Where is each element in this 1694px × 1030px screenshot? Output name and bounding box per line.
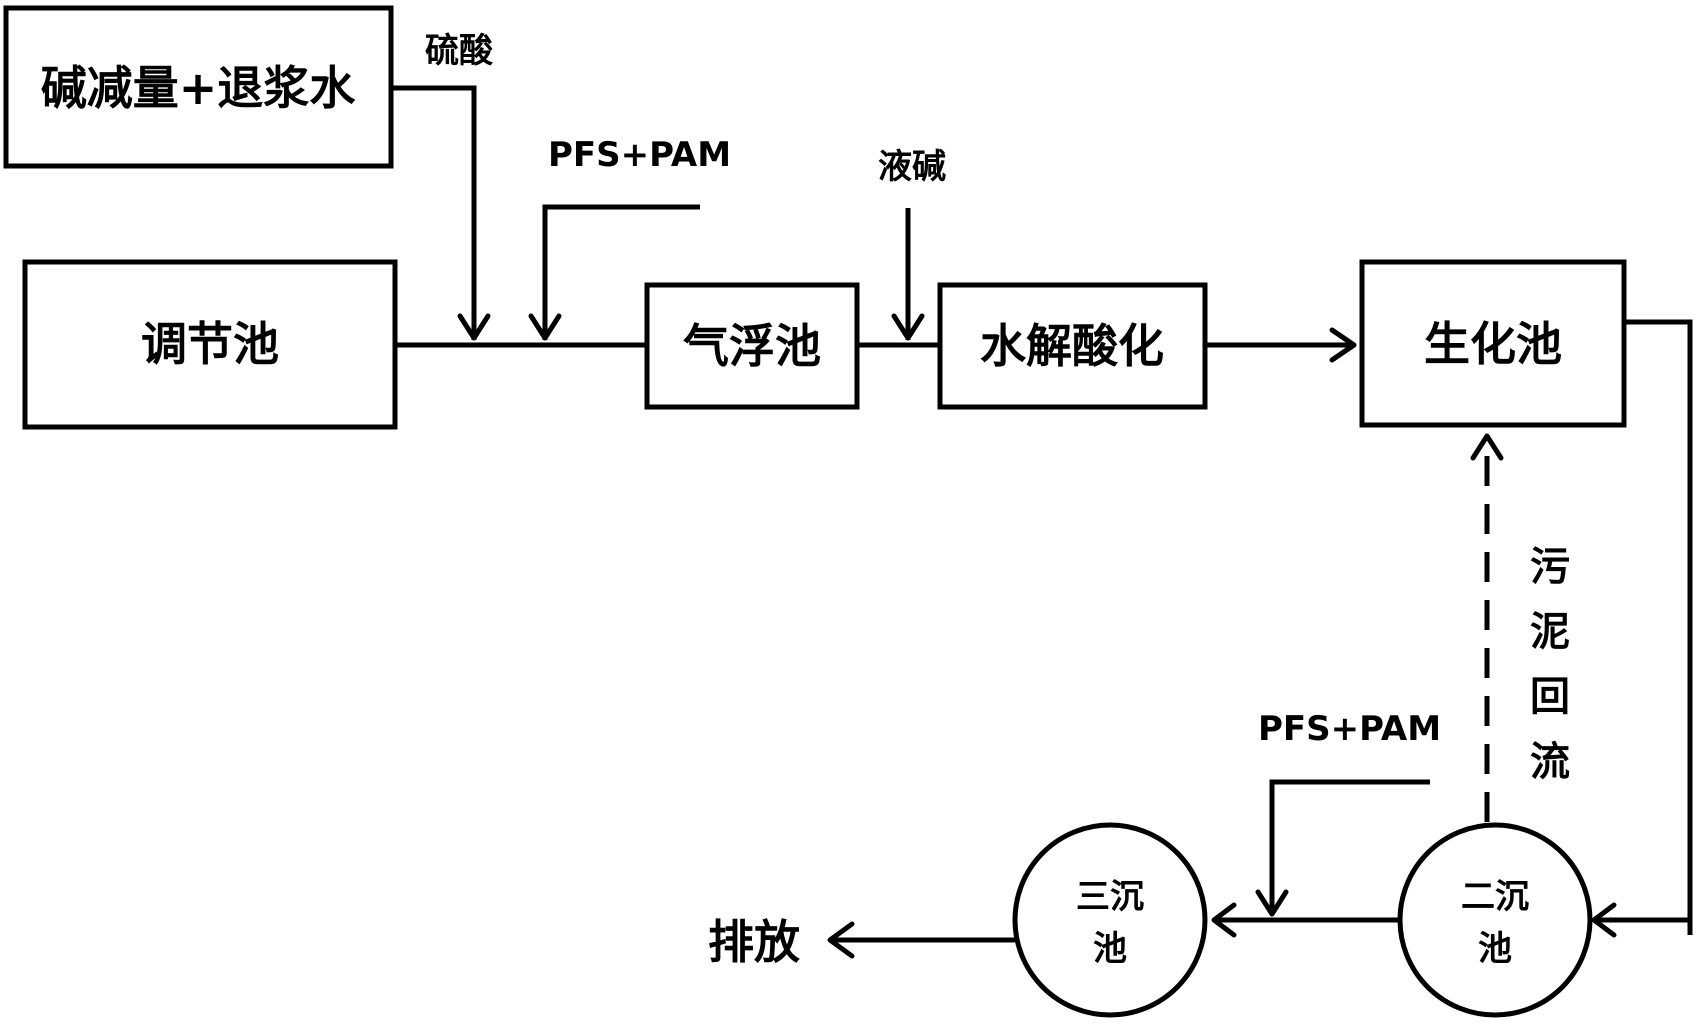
tertiary-clarifier-node: 三沉 池 (1012, 822, 1208, 1018)
sulfuric-acid-label: 硫酸 (425, 31, 494, 71)
arrowhead-into-bio (1329, 327, 1357, 363)
pfs-pam-1-label: PFS+PAM (548, 135, 731, 175)
tertiary-clarifier-label-line1: 三沉 (1076, 877, 1144, 917)
sulfuric-acid-line (391, 85, 477, 340)
discharge-label: 排放 (708, 915, 800, 969)
arrowhead-pfs-pam-1 (528, 313, 562, 341)
alkali-wastewater-label: 碱减量+退浆水 (41, 61, 357, 115)
secondary-clarifier-node: 二沉 池 (1397, 822, 1593, 1018)
flow-bio-to-secondary (1594, 319, 1693, 923)
arrowhead-sulfuric-acid (457, 313, 491, 341)
hydrolysis-node: 水解酸化 (937, 282, 1208, 410)
pfs-pam-2-line (1269, 779, 1430, 915)
arrowhead-liquid-caustic (891, 313, 925, 341)
secondary-clarifier-label-line2: 池 (1478, 929, 1512, 969)
regulating-tank-node: 调节池 (22, 259, 398, 430)
regulating-tank-label: 调节池 (141, 317, 279, 371)
arrowhead-into-secondary (1591, 902, 1617, 938)
bio-tank-label: 生化池 (1424, 317, 1562, 371)
arrowhead-sludge-return (1470, 433, 1504, 461)
arrowhead-pfs-pam-2 (1255, 889, 1289, 917)
pfs-pam-2-label: PFS+PAM (1258, 709, 1441, 749)
hydrolysis-label: 水解酸化 (980, 319, 1164, 373)
arrowhead-discharge (827, 921, 855, 959)
flotation-tank-label: 气浮池 (683, 319, 821, 373)
sludge-return-char-2: 泥 (1530, 609, 1570, 655)
sludge-return-char-3: 回 (1530, 674, 1570, 720)
pfs-pam-1-line (542, 204, 700, 340)
flotation-tank-node: 气浮池 (644, 282, 860, 410)
alkali-wastewater-node: 碱减量+退浆水 (3, 5, 394, 169)
arrowhead-into-tertiary (1211, 902, 1237, 938)
secondary-clarifier-label-line1: 二沉 (1461, 877, 1529, 917)
tertiary-clarifier-label-line2: 池 (1093, 929, 1127, 969)
liquid-caustic-label: 液碱 (878, 147, 946, 187)
sludge-return-char-1: 污 (1530, 544, 1570, 590)
bio-tank-node: 生化池 (1359, 259, 1627, 428)
sludge-return-char-4: 流 (1530, 739, 1570, 785)
